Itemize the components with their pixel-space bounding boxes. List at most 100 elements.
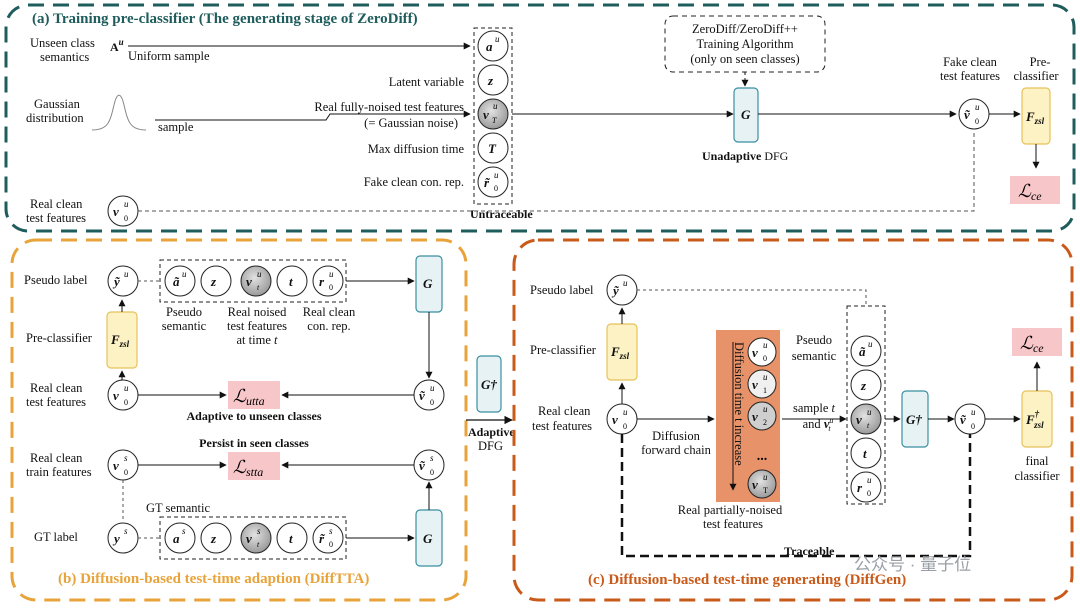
svg-text:T: T [763,486,768,495]
pre-classifier-F-c: Fzsl [606,323,638,381]
label-unseen-semantics-2: semantics [40,50,89,64]
label-pseudo-c-2: semantic [792,349,837,363]
label-persist-seen: Persist in seen classes [199,436,309,450]
label-real-clean-1: Real clean [303,305,356,319]
svg-text:0: 0 [124,398,128,407]
svg-text:u: u [867,407,872,417]
svg-text:r: r [857,480,863,495]
algo-line-1: ZeroDiff/ZeroDiff++ [692,22,798,36]
svg-text:t: t [257,540,260,549]
svg-text:0: 0 [124,214,128,223]
loss-ce-a: ℒce [1010,176,1060,204]
svg-text:u: u [971,407,976,417]
svg-text:r̃: r̃ [319,531,326,546]
svg-text:u: u [868,339,873,349]
label-diffusion-1: Diffusion [652,429,700,443]
svg-text:z: z [210,531,217,546]
node-T: T [477,132,509,164]
node-t-c: t [850,437,882,469]
svg-text:v: v [752,477,758,492]
final-classifier-F-dagger: F†zsl [1021,390,1053,448]
generator-G-b-bottom: G [415,509,443,567]
panel-c-border [512,238,1074,602]
label-pre-classifier-b: Pre-classifier [26,331,93,345]
svg-text:u: u [329,269,334,279]
algo-line-3: (only on seen classes) [690,52,799,66]
svg-text:t: t [863,446,867,461]
svg-text:z: z [210,274,217,289]
panel-a-input-group [473,27,513,205]
svg-text:T: T [488,141,497,156]
label-fake-clean-rep: Fake clean con. rep. [364,175,464,189]
svg-text:v: v [113,204,119,219]
label-untraceable: Untraceable [470,207,533,221]
loss-ce-c: ℒce [1012,328,1062,356]
label-real-clean-test-c-1: Real clean [538,404,591,418]
svg-text:G: G [741,107,751,122]
label-max-t: Max diffusion time [368,142,465,156]
label-pre-2: classifier [1013,69,1059,83]
label-fake-clean-1: Fake clean [943,55,998,69]
svg-text:s: s [430,453,434,463]
svg-text:v: v [113,388,119,403]
svg-text:u: u [623,278,628,288]
label-uniform-sample: Uniform sample [128,49,210,63]
label-con-rep-1: con. rep. [307,319,350,333]
label-dfg: DFG [478,439,503,453]
svg-text:s: s [124,453,128,463]
svg-text:ã: ã [173,274,180,289]
label-real-noised-2: test features [227,319,287,333]
label-sample-t: sample t [793,401,836,415]
node-z-b2: z [200,522,232,554]
label-final-2: classifier [1014,469,1060,483]
svg-text:v: v [856,412,862,427]
svg-text:u: u [495,34,500,44]
label-pseudo-1: Pseudo [166,305,202,319]
svg-text:y: y [112,531,120,546]
generator-G-b-top: G [415,255,443,313]
svg-text:ṽ: ṽ [419,458,426,473]
svg-text:Fzsl: Fzsl [1025,109,1045,126]
svg-text:0: 0 [623,422,627,431]
svg-text:ã: ã [859,344,866,359]
svg-text:u: u [124,383,129,393]
svg-text:u: u [867,475,872,485]
label-real-clean-test-c-2: test features [532,419,592,433]
label-pseudo-label-b: Pseudo label [24,273,88,287]
untraceable-dashed-link [138,130,975,212]
svg-text:0: 0 [494,184,498,193]
panel-c-title: (c) Diffusion-based test-time generating… [588,572,906,588]
label-final-1: final [1026,454,1049,468]
svg-text:v: v [752,377,758,392]
label-pre-1: Pre- [1030,55,1051,69]
algo-line-2: Training Algorithm [696,37,793,51]
svg-text:u: u [763,472,768,482]
svg-text:v: v [483,107,489,122]
panel-a-title: (a) Training pre-classifier (The generat… [32,11,418,27]
panel-a-border [4,3,1076,233]
svg-text:0: 0 [763,354,767,363]
svg-text:t: t [257,283,260,292]
panel-b-border [10,238,468,602]
node-v-T-u: vuT [477,98,509,130]
pre-classifier-F-b: Fzsl [106,311,138,369]
svg-text:t: t [289,274,293,289]
svg-text:0: 0 [975,117,979,126]
panel-c-input-group [846,305,886,505]
svg-text:r: r [319,274,325,289]
